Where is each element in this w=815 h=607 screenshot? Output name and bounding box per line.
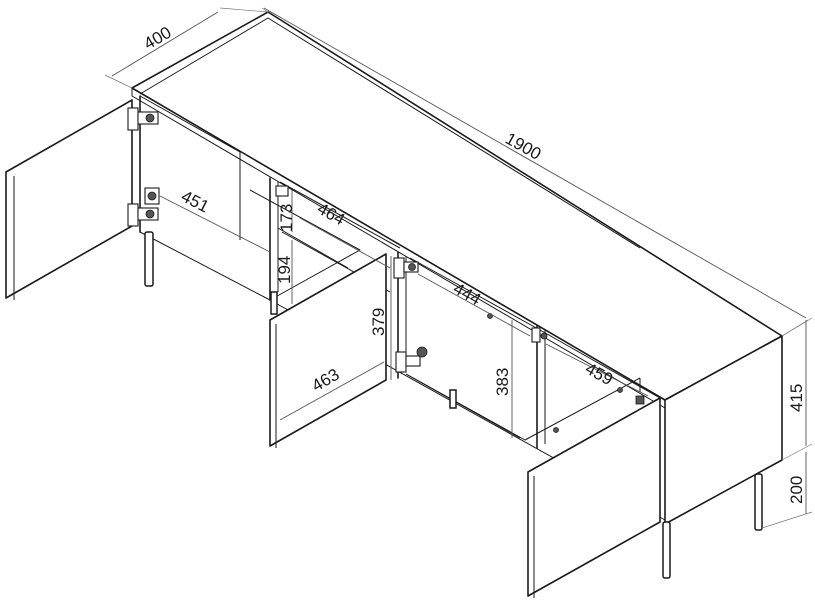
dimension-leg-height-label: 200: [787, 476, 806, 504]
left-door: [5, 99, 133, 299]
dimension-top-compartment-label: 173: [277, 204, 296, 232]
hinge-icon: [275, 185, 289, 197]
back-top-edge: [139, 17, 641, 249]
hinge-icon: [127, 203, 159, 227]
legs: [144, 231, 763, 579]
dimension-body-height-label: 415: [787, 384, 806, 412]
dimension-lines: [104, 7, 813, 529]
cabinet-top: [131, 11, 783, 401]
dimension-middle-inner-label: 383: [493, 368, 512, 396]
right-door: [527, 397, 661, 597]
dimension-middle-door-label: 379: [369, 308, 388, 336]
hinges: [127, 107, 548, 373]
dimension-left-shelf-label: 451: [178, 187, 212, 217]
leg-back-right: [754, 473, 763, 531]
leg-left-middle: [270, 291, 278, 315]
leg-front-right: [662, 521, 671, 579]
shelf-support-pin: [617, 387, 623, 393]
middle-inner-bottom: [405, 373, 521, 439]
dimension-line-left-shelf: [159, 195, 271, 253]
hinge-icon: [144, 187, 160, 205]
left-bottom-panel: [139, 189, 361, 301]
hinge-icon: [531, 327, 548, 343]
hinge-icon: [127, 107, 159, 131]
dimension-left-lower-label: 194: [275, 256, 294, 284]
cabinet-body: [131, 11, 783, 525]
door-stopper: [635, 395, 645, 405]
shelf-support-pin: [553, 427, 559, 433]
dimension-width-label: 1900: [502, 129, 544, 164]
middle-door: [269, 253, 387, 447]
doors: [5, 99, 661, 598]
dimension-line-middle-shelf: [299, 217, 391, 269]
hinge-icon: [393, 257, 419, 279]
middle-back-top: [279, 181, 401, 249]
dimension-line-right-shelf: [417, 273, 531, 337]
hinge-icon: [395, 346, 428, 373]
left-upper-shelf: [277, 227, 349, 269]
dimension-line-width: [263, 7, 807, 319]
leg-middle: [449, 389, 457, 409]
dimension-line-middle-door-width: [279, 361, 385, 421]
leg-front-left: [144, 231, 154, 287]
dimension-line-depth: [111, 11, 219, 77]
dimension-line-right-inner: [545, 343, 649, 397]
dimension-depth-label: 400: [141, 23, 175, 54]
